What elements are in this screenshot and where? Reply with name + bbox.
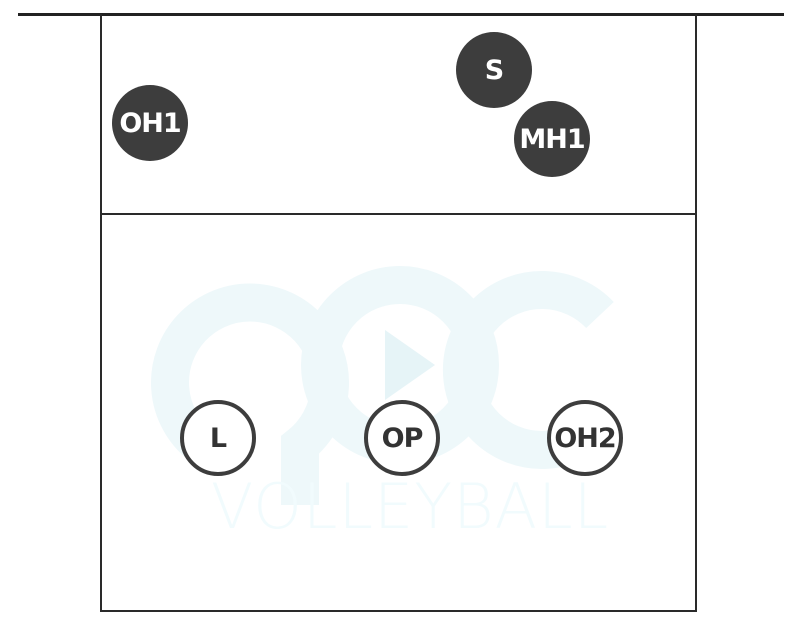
player-outside-hitter-1[interactable]: OH1 — [112, 85, 188, 161]
attack-line — [100, 213, 697, 215]
player-label: S — [484, 54, 504, 86]
player-libero[interactable]: L — [180, 400, 256, 476]
player-label: OH1 — [119, 107, 181, 139]
net-line — [18, 13, 784, 16]
player-opposite[interactable]: OP — [364, 400, 440, 476]
court-boundary — [100, 14, 697, 612]
player-label: OP — [381, 422, 424, 454]
player-label: L — [209, 422, 227, 454]
player-setter[interactable]: S — [456, 32, 532, 108]
player-outside-hitter-2[interactable]: OH2 — [547, 400, 623, 476]
player-label: MH1 — [519, 123, 585, 155]
watermark-text: VOLLEYBALL — [210, 470, 610, 543]
player-label: OH2 — [554, 422, 616, 454]
player-middle-hitter-1[interactable]: MH1 — [514, 101, 590, 177]
